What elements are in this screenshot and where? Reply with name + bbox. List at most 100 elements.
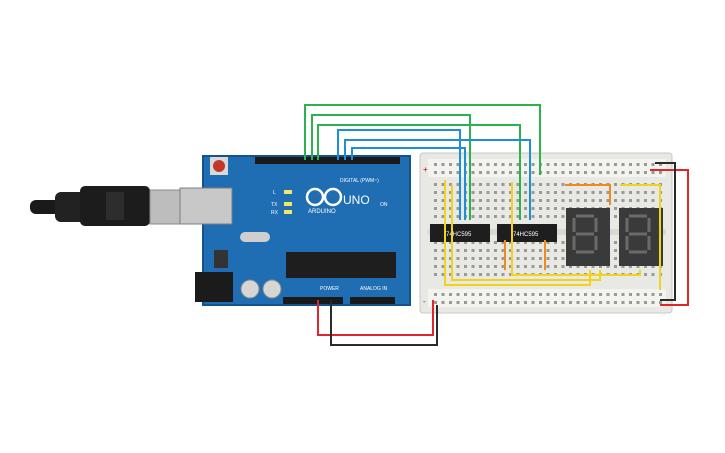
wire-blue-1[interactable] bbox=[337, 129, 461, 220]
wire-green-2[interactable] bbox=[311, 114, 471, 220]
power-header[interactable] bbox=[283, 297, 343, 304]
breadboard-hole bbox=[456, 273, 460, 276]
breadboard-hole bbox=[464, 265, 467, 268]
breadboard-hole bbox=[456, 215, 460, 218]
wire-red-rail[interactable] bbox=[650, 169, 689, 306]
breadboard-hole bbox=[516, 293, 520, 296]
breadboard-hole bbox=[479, 215, 482, 218]
breadboard-hole bbox=[584, 171, 587, 174]
breadboard-hole bbox=[576, 171, 580, 174]
breadboard-hole bbox=[456, 293, 460, 296]
breadboard-hole bbox=[584, 199, 587, 202]
breadboard-hole bbox=[636, 293, 640, 296]
wire-green-1[interactable] bbox=[304, 104, 541, 175]
breadboard-hole bbox=[516, 301, 520, 304]
breadboard-hole bbox=[509, 215, 512, 218]
breadboard-hole bbox=[524, 241, 527, 244]
breadboard-hole bbox=[479, 265, 482, 268]
breadboard-hole bbox=[531, 293, 535, 296]
wire-green-3[interactable] bbox=[317, 124, 521, 220]
wire-red-5v[interactable] bbox=[317, 300, 434, 336]
breadboard-hole bbox=[434, 215, 437, 218]
breadboard-hole bbox=[494, 257, 497, 260]
seven-segment-display-1[interactable] bbox=[566, 208, 610, 266]
breadboard-hole bbox=[516, 257, 520, 260]
wire-black-rail[interactable] bbox=[655, 162, 676, 301]
breadboard-hole bbox=[546, 183, 550, 186]
breadboard-hole bbox=[554, 199, 557, 202]
breadboard-hole bbox=[486, 257, 490, 260]
breadboard-hole bbox=[599, 301, 602, 304]
breadboard-hole bbox=[546, 215, 550, 218]
regulator bbox=[214, 250, 228, 268]
breadboard-hole bbox=[629, 191, 632, 194]
breadboard-hole bbox=[599, 171, 602, 174]
breadboard-hole bbox=[606, 191, 610, 194]
wire-yellow-3[interactable] bbox=[511, 182, 641, 276]
breadboard-hole bbox=[576, 191, 580, 194]
wire-blue-2[interactable] bbox=[344, 139, 531, 220]
breadboard-hole bbox=[644, 163, 647, 166]
wire-yellow-4[interactable] bbox=[620, 184, 661, 290]
breadboard-hole bbox=[494, 199, 497, 202]
breadboard-hole bbox=[441, 171, 445, 174]
breadboard-hole bbox=[486, 301, 490, 304]
usb-cable[interactable] bbox=[30, 186, 181, 226]
wire-yellow-1[interactable] bbox=[444, 180, 591, 286]
breadboard-hole bbox=[554, 191, 557, 194]
breadboard-hole bbox=[606, 293, 610, 296]
breadboard-hole bbox=[516, 183, 520, 186]
arduino-uno-board[interactable]: L TX RX ARDUINO UNO DIGITAL (PWM~) POWER… bbox=[179, 155, 411, 306]
breadboard-hole bbox=[479, 273, 482, 276]
shift-register-1[interactable]: 74HC595 bbox=[430, 224, 490, 242]
breadboard-hole bbox=[546, 207, 550, 210]
breadboard-hole bbox=[584, 191, 587, 194]
breadboard-hole bbox=[569, 301, 572, 304]
breadboard-hole bbox=[479, 293, 482, 296]
breadboard-hole bbox=[659, 171, 662, 174]
breadboard-hole bbox=[464, 273, 467, 276]
breadboard-hole bbox=[554, 265, 557, 268]
wire-orange-1[interactable] bbox=[565, 184, 611, 205]
breadboard-hole bbox=[569, 171, 572, 174]
shift-register-2[interactable]: 74HC595 bbox=[497, 224, 557, 242]
breadboard-hole bbox=[561, 257, 565, 260]
wires[interactable] bbox=[304, 104, 689, 346]
breadboard-hole bbox=[464, 257, 467, 260]
wire-blue-3[interactable] bbox=[351, 147, 466, 220]
rail-top bbox=[428, 159, 666, 177]
breadboard-hole bbox=[554, 183, 557, 186]
breadboard-hole bbox=[449, 215, 452, 218]
rail-minus-bottom: - bbox=[423, 297, 426, 306]
breadboard-hole bbox=[441, 241, 445, 244]
breadboard-hole bbox=[569, 199, 572, 202]
breadboard-hole bbox=[509, 301, 512, 304]
analog-header[interactable] bbox=[350, 297, 395, 304]
breadboard-hole bbox=[471, 191, 475, 194]
breadboard-hole bbox=[501, 265, 505, 268]
wire-black-gnd[interactable] bbox=[330, 300, 438, 346]
seven-segment-display-2[interactable] bbox=[619, 208, 663, 266]
breadboard-hole bbox=[531, 207, 535, 210]
breadboard-hole bbox=[494, 273, 497, 276]
breadboard-hole bbox=[606, 171, 610, 174]
breadboard-hole bbox=[621, 171, 625, 174]
breadboard-hole bbox=[614, 207, 617, 210]
crystal bbox=[240, 232, 270, 242]
breadboard-hole bbox=[509, 163, 512, 166]
rail-bottom bbox=[428, 289, 666, 307]
breadboard-hole bbox=[471, 257, 475, 260]
breadboard-hole bbox=[516, 241, 520, 244]
digital-header[interactable] bbox=[255, 157, 400, 164]
wire-orange-2[interactable] bbox=[504, 240, 546, 270]
breadboard-hole bbox=[501, 249, 505, 252]
breadboard-hole bbox=[434, 241, 437, 244]
breadboard-hole bbox=[539, 207, 542, 210]
breadboard-hole bbox=[486, 163, 490, 166]
breadboard-hole bbox=[486, 171, 490, 174]
breadboard-hole bbox=[486, 249, 490, 252]
breadboard-hole bbox=[621, 293, 625, 296]
breadboard-hole bbox=[614, 241, 617, 244]
breadboard-hole bbox=[479, 163, 482, 166]
